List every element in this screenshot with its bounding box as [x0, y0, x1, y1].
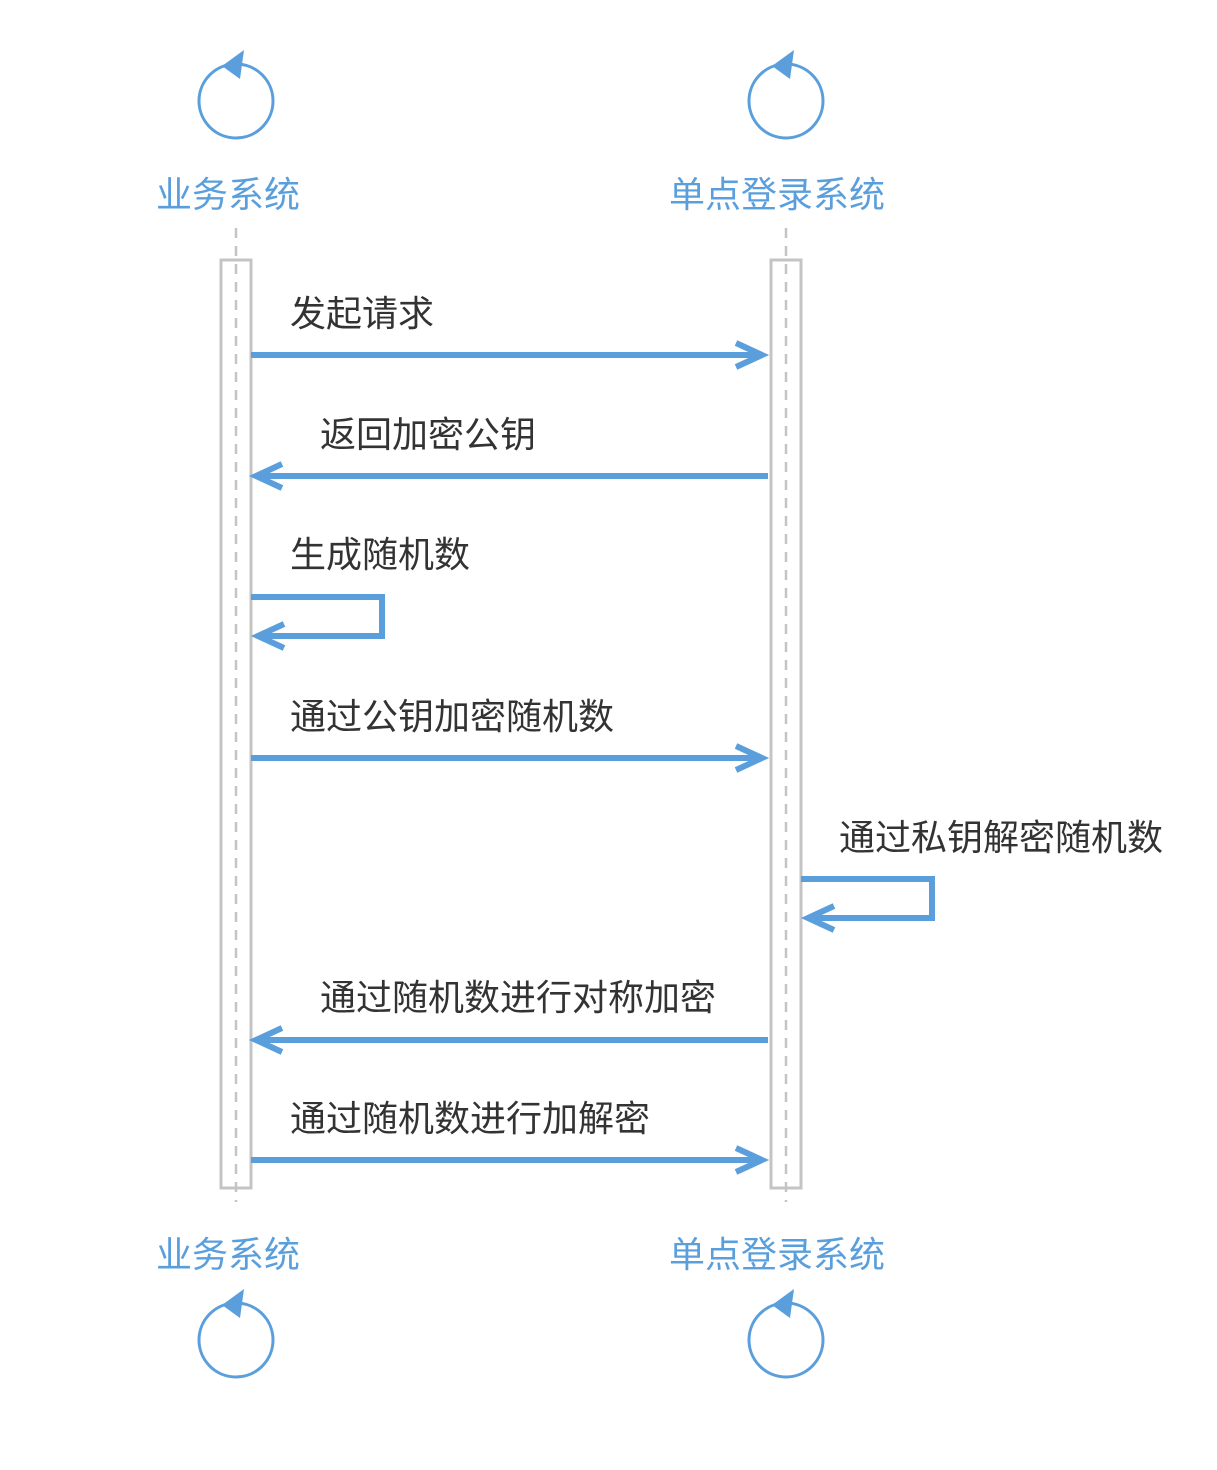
arrow-head-icon — [734, 743, 770, 773]
message-label: 通过公钥加密随机数 — [290, 697, 614, 738]
control-icon — [747, 1289, 825, 1379]
message-3-self: 生成随机数 — [250, 535, 470, 651]
message-arrow-line — [801, 876, 935, 921]
message-label: 通过随机数进行加解密 — [290, 1099, 650, 1140]
message-4: 通过公钥加密随机数 — [251, 697, 770, 773]
message-5-self: 通过私钥解密随机数 — [800, 818, 1163, 933]
message-6: 通过随机数进行对称加密 — [248, 978, 768, 1055]
control-icon — [747, 50, 825, 140]
message-7: 通过随机数进行加解密 — [251, 1099, 770, 1175]
message-label: 通过随机数进行对称加密 — [320, 978, 716, 1019]
participant-label: 单点登录系统 — [669, 1235, 885, 1276]
participant-top-sso: 单点登录系统 — [669, 50, 885, 216]
arrow-head-icon — [734, 1145, 770, 1175]
arrow-head-icon — [248, 1025, 284, 1055]
message-label: 发起请求 — [290, 294, 434, 335]
message-2: 返回加密公钥 — [248, 415, 768, 491]
message-1: 发起请求 — [251, 294, 770, 370]
arrow-head-icon — [800, 903, 836, 933]
arrow-head-icon — [250, 621, 286, 651]
control-icon — [197, 50, 275, 140]
activation-bar-biz — [219, 258, 253, 1190]
participant-label: 业务系统 — [156, 175, 300, 216]
participant-bottom-biz: 业务系统 — [156, 1235, 300, 1379]
activation-bar-sso — [769, 258, 803, 1190]
message-label: 通过私钥解密随机数 — [839, 818, 1163, 859]
message-arrow-line — [251, 594, 385, 639]
arrow-head-icon — [734, 340, 770, 370]
participant-label: 单点登录系统 — [669, 175, 885, 216]
message-label: 生成随机数 — [290, 535, 470, 576]
participant-bottom-sso: 单点登录系统 — [669, 1235, 885, 1379]
participant-label: 业务系统 — [156, 1235, 300, 1276]
arrow-head-icon — [248, 461, 284, 491]
control-icon — [197, 1289, 275, 1379]
participant-top-biz: 业务系统 — [156, 50, 300, 216]
message-label: 返回加密公钥 — [320, 415, 536, 456]
